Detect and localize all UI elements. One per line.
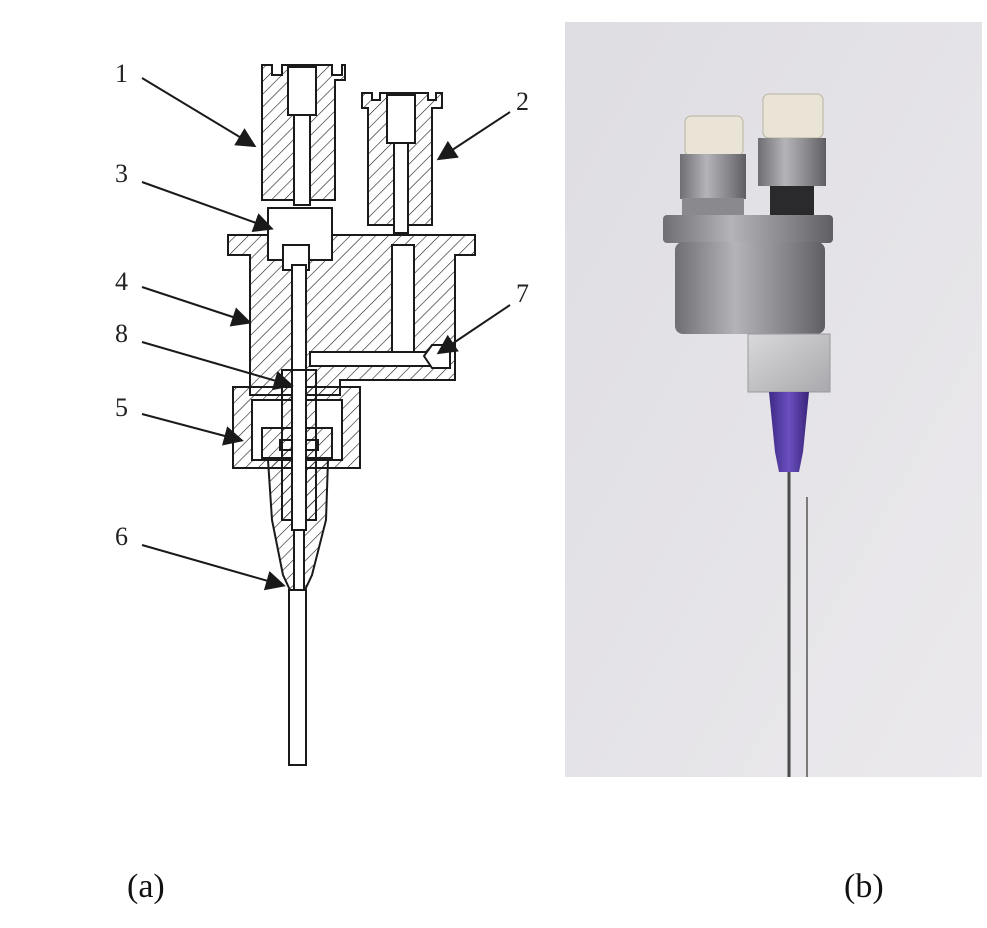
device-photo-svg: [565, 22, 982, 777]
callout-2: 2: [516, 87, 529, 116]
cross-section-drawing: 1 2 3 4 8 7 5 6: [0, 0, 560, 800]
callout-6: 6: [115, 522, 128, 551]
callout-8: 8: [115, 319, 128, 348]
photo-fitting-right: [758, 93, 826, 216]
cross-section-svg: 1 2 3 4 8 7 5 6: [115, 59, 529, 766]
device-photo: [565, 22, 982, 777]
callout-5: 5: [115, 393, 128, 422]
photo-main-body: [663, 215, 833, 334]
photo-needle-hub: [769, 392, 809, 472]
callout-3: 3: [115, 159, 128, 188]
callout-7: 7: [516, 279, 529, 308]
photo-block: [747, 333, 831, 393]
caption-a: (a): [127, 868, 165, 905]
inner-tube-8: [281, 369, 317, 531]
photo-fitting-left: [680, 115, 746, 218]
callouts: 1 2 3 4 8 7 5 6: [115, 59, 529, 591]
caption-b: (b): [844, 868, 884, 905]
callout-1: 1: [115, 59, 128, 88]
callout-4: 4: [115, 267, 128, 296]
fitting-1: [261, 64, 346, 206]
fitting-2: [361, 92, 443, 234]
